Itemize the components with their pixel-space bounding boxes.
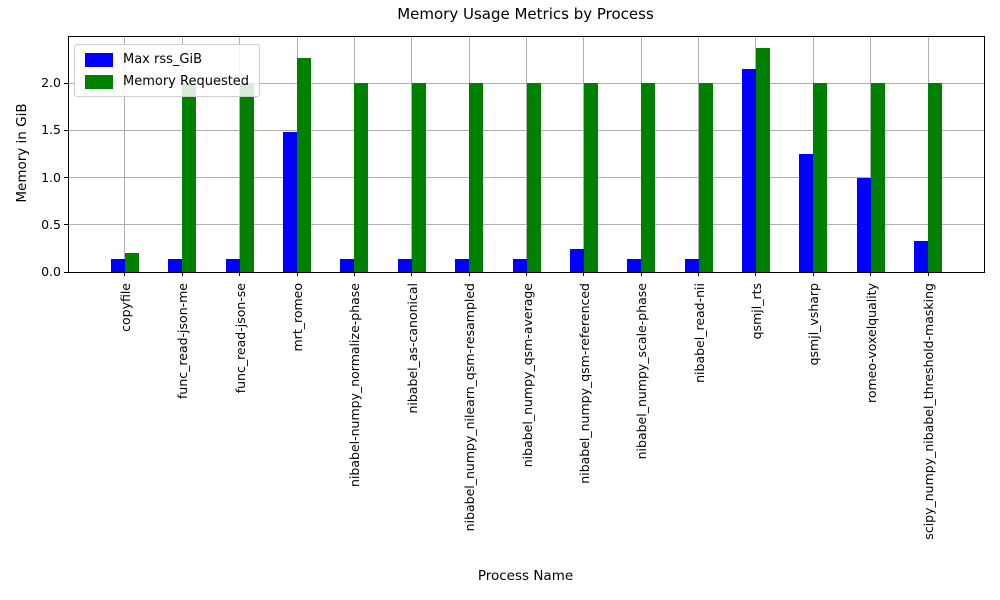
legend-item-memory-requested: Memory Requested	[85, 74, 249, 89]
x-tick-mark	[698, 272, 700, 276]
bar-memory-requested	[239, 83, 254, 272]
x-tick-mark	[870, 272, 872, 276]
y-axis-label: Memory in GiB	[14, 103, 30, 203]
bar-max-rss	[455, 258, 470, 272]
bar-max-rss	[741, 69, 756, 272]
bar-memory-requested	[354, 83, 369, 272]
bar-max-rss	[397, 258, 412, 272]
bar-max-rss	[914, 240, 929, 272]
x-tick-mark	[755, 272, 757, 276]
x-tick-label-text: mrt_romeo	[290, 283, 306, 352]
plot-area: 0.0 0.5 1.0 1.5 2.0 copyfile func_read-json-me…	[41, 36, 985, 540]
x-tick-label-text: romeo-voxelquality	[863, 283, 879, 404]
x-tick-mark	[812, 272, 814, 276]
x-tick-mark	[640, 272, 642, 276]
x-tick-label-text: func_read-json-se	[232, 283, 248, 394]
x-tick-label-text: nibabel_numpy_qsm-referenced	[576, 283, 592, 484]
x-tick-mark	[927, 272, 929, 276]
bar-max-rss	[168, 258, 183, 272]
bar-memory-requested	[124, 253, 139, 272]
bar-memory-requested	[870, 83, 885, 272]
legend-swatch-memory-requested-icon	[85, 74, 113, 89]
v-gridline	[124, 37, 126, 272]
bar-max-rss	[340, 258, 355, 272]
bar-memory-requested	[182, 83, 197, 272]
bar-memory-requested	[813, 83, 828, 272]
x-tick-mark	[353, 272, 355, 276]
bar-memory-requested	[755, 48, 770, 272]
x-tick-mark	[239, 272, 241, 276]
legend-label-max-rss: Max rss_GiB	[123, 52, 203, 67]
y-tick-label: 1.5	[41, 122, 61, 138]
x-tick-mark	[468, 272, 470, 276]
bar-max-rss	[225, 258, 240, 272]
bar-memory-requested	[583, 83, 598, 272]
y-tick-mark	[64, 271, 68, 273]
legend: Max rss_GiB Memory Requested	[74, 44, 261, 97]
bar-max-rss	[627, 258, 642, 272]
x-tick-label-text: nibabel_numpy_qsm-average	[519, 283, 535, 468]
bar-max-rss	[799, 154, 814, 272]
y-tick-label: 1.0	[41, 169, 61, 185]
x-tick-label-text: nibabel_numpy_scale-phase	[634, 283, 650, 460]
y-tick-mark	[64, 129, 68, 131]
y-tick-label: 0.0	[41, 264, 61, 279]
x-tick-label-text: scipy_numpy_nibabel_threshold-masking	[921, 283, 937, 540]
bar-max-rss	[110, 258, 125, 272]
chart-title: Memory Usage Metrics by Process	[397, 5, 654, 23]
bar-memory-requested	[928, 83, 943, 272]
y-tick-label: 2.0	[41, 75, 61, 91]
x-axis-label: Process Name	[477, 568, 574, 584]
y-tick-mark	[64, 224, 68, 226]
bar-memory-requested	[526, 83, 541, 272]
bar-max-rss	[684, 258, 699, 272]
x-tick-label-text: nibabel_as-canonical	[404, 283, 420, 414]
x-tick-label-text: nibabel_numpy_nilearn_qsm-resampled	[462, 283, 478, 532]
y-tick-mark	[64, 82, 68, 84]
bar-max-rss	[856, 177, 871, 272]
bar-memory-requested	[469, 83, 484, 272]
x-tick-mark	[583, 272, 585, 276]
x-tick-mark	[296, 272, 298, 276]
bar-memory-requested	[411, 83, 426, 272]
y-tick-mark	[64, 177, 68, 179]
x-tick-mark	[181, 272, 183, 276]
bar-memory-requested	[297, 57, 312, 272]
legend-item-max-rss: Max rss_GiB	[85, 52, 249, 67]
bar-memory-requested	[641, 83, 656, 272]
bar-max-rss	[569, 249, 584, 272]
x-tick-label-text: qsmjl_rts	[748, 283, 764, 340]
legend-label-memory-requested: Memory Requested	[123, 74, 250, 89]
y-tick-label: 0.5	[41, 216, 61, 232]
x-tick-label-text: qsmjl_vsharp	[806, 283, 822, 366]
x-tick-label-text: nibabel_read-nii	[691, 283, 707, 383]
bar-memory-requested	[698, 83, 713, 272]
x-tick-label-text: nibabel-numpy_normalize-phase	[347, 283, 363, 487]
legend-swatch-max-rss-icon	[85, 52, 113, 67]
x-tick-label-text: func_read-json-me	[175, 283, 191, 399]
x-tick-mark	[411, 272, 413, 276]
bar-max-rss	[283, 132, 298, 272]
x-tick-label-text: copyfile	[117, 283, 133, 332]
x-tick-mark	[526, 272, 527, 276]
x-tick-mark	[124, 272, 126, 276]
bar-max-rss	[512, 258, 527, 272]
